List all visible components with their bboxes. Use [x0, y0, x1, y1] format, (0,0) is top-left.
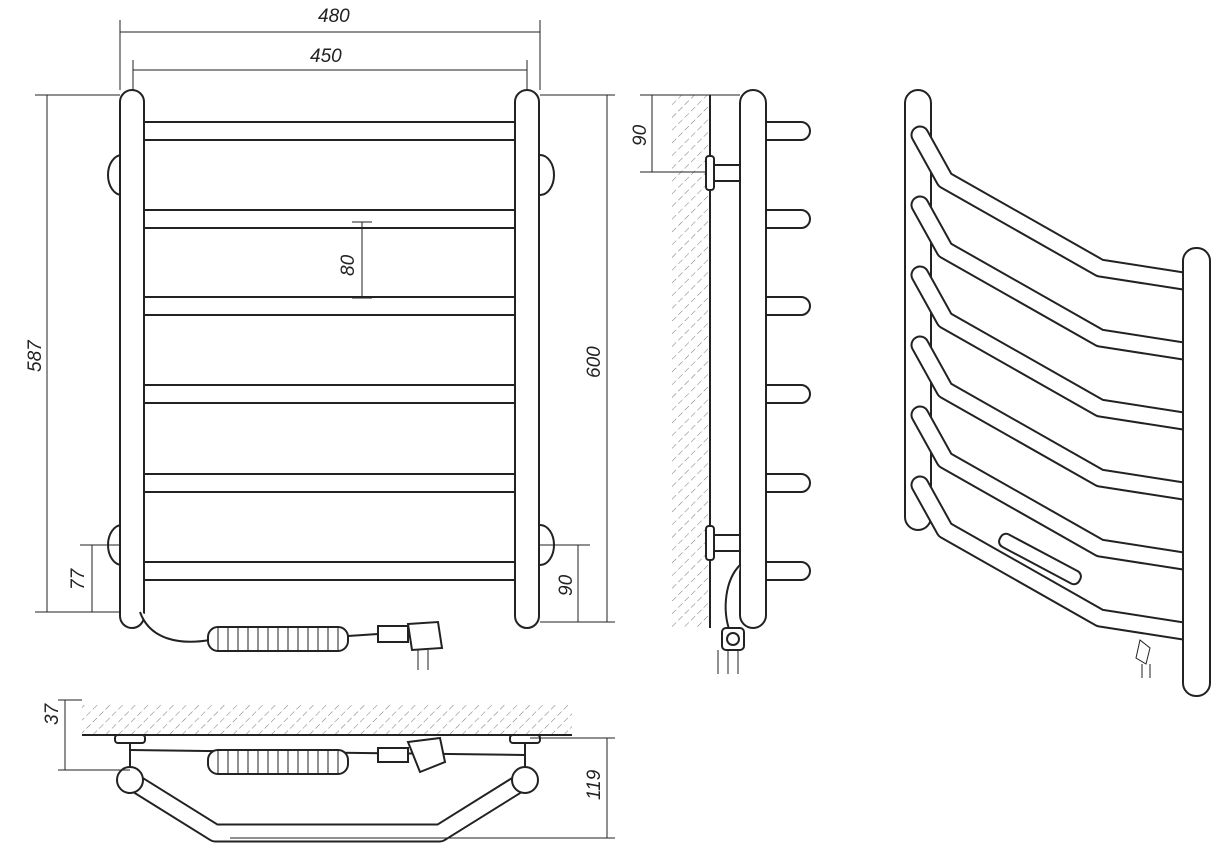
top-view: 37 119	[42, 699, 615, 843]
iso-rungs	[910, 125, 1200, 642]
rungs	[135, 121, 523, 581]
dim-side-top-offset: 90	[630, 124, 651, 146]
dim-height-mount: 587	[25, 339, 46, 372]
isometric-view	[904, 89, 1211, 697]
right-post	[514, 89, 540, 629]
dim-bottom-offset-left: 77	[68, 567, 89, 590]
dim-bottom-offset-right: 90	[556, 574, 577, 596]
dim-wall-gap: 37	[42, 702, 63, 725]
dim-depth: 119	[584, 769, 605, 800]
dim-rung-spacing: 80	[338, 254, 359, 276]
dim-overall-width: 480	[318, 6, 350, 27]
dim-overall-height: 600	[584, 346, 605, 378]
power-cable	[139, 611, 444, 670]
side-view: 90	[630, 89, 811, 674]
left-post	[119, 89, 145, 629]
wall-hatch	[672, 95, 710, 628]
dim-center-width: 450	[310, 46, 342, 67]
front-dimensions: 480 450 80 587 600 77 90	[25, 6, 615, 623]
front-view	[107, 89, 555, 670]
wall-hatch-top	[82, 703, 572, 735]
